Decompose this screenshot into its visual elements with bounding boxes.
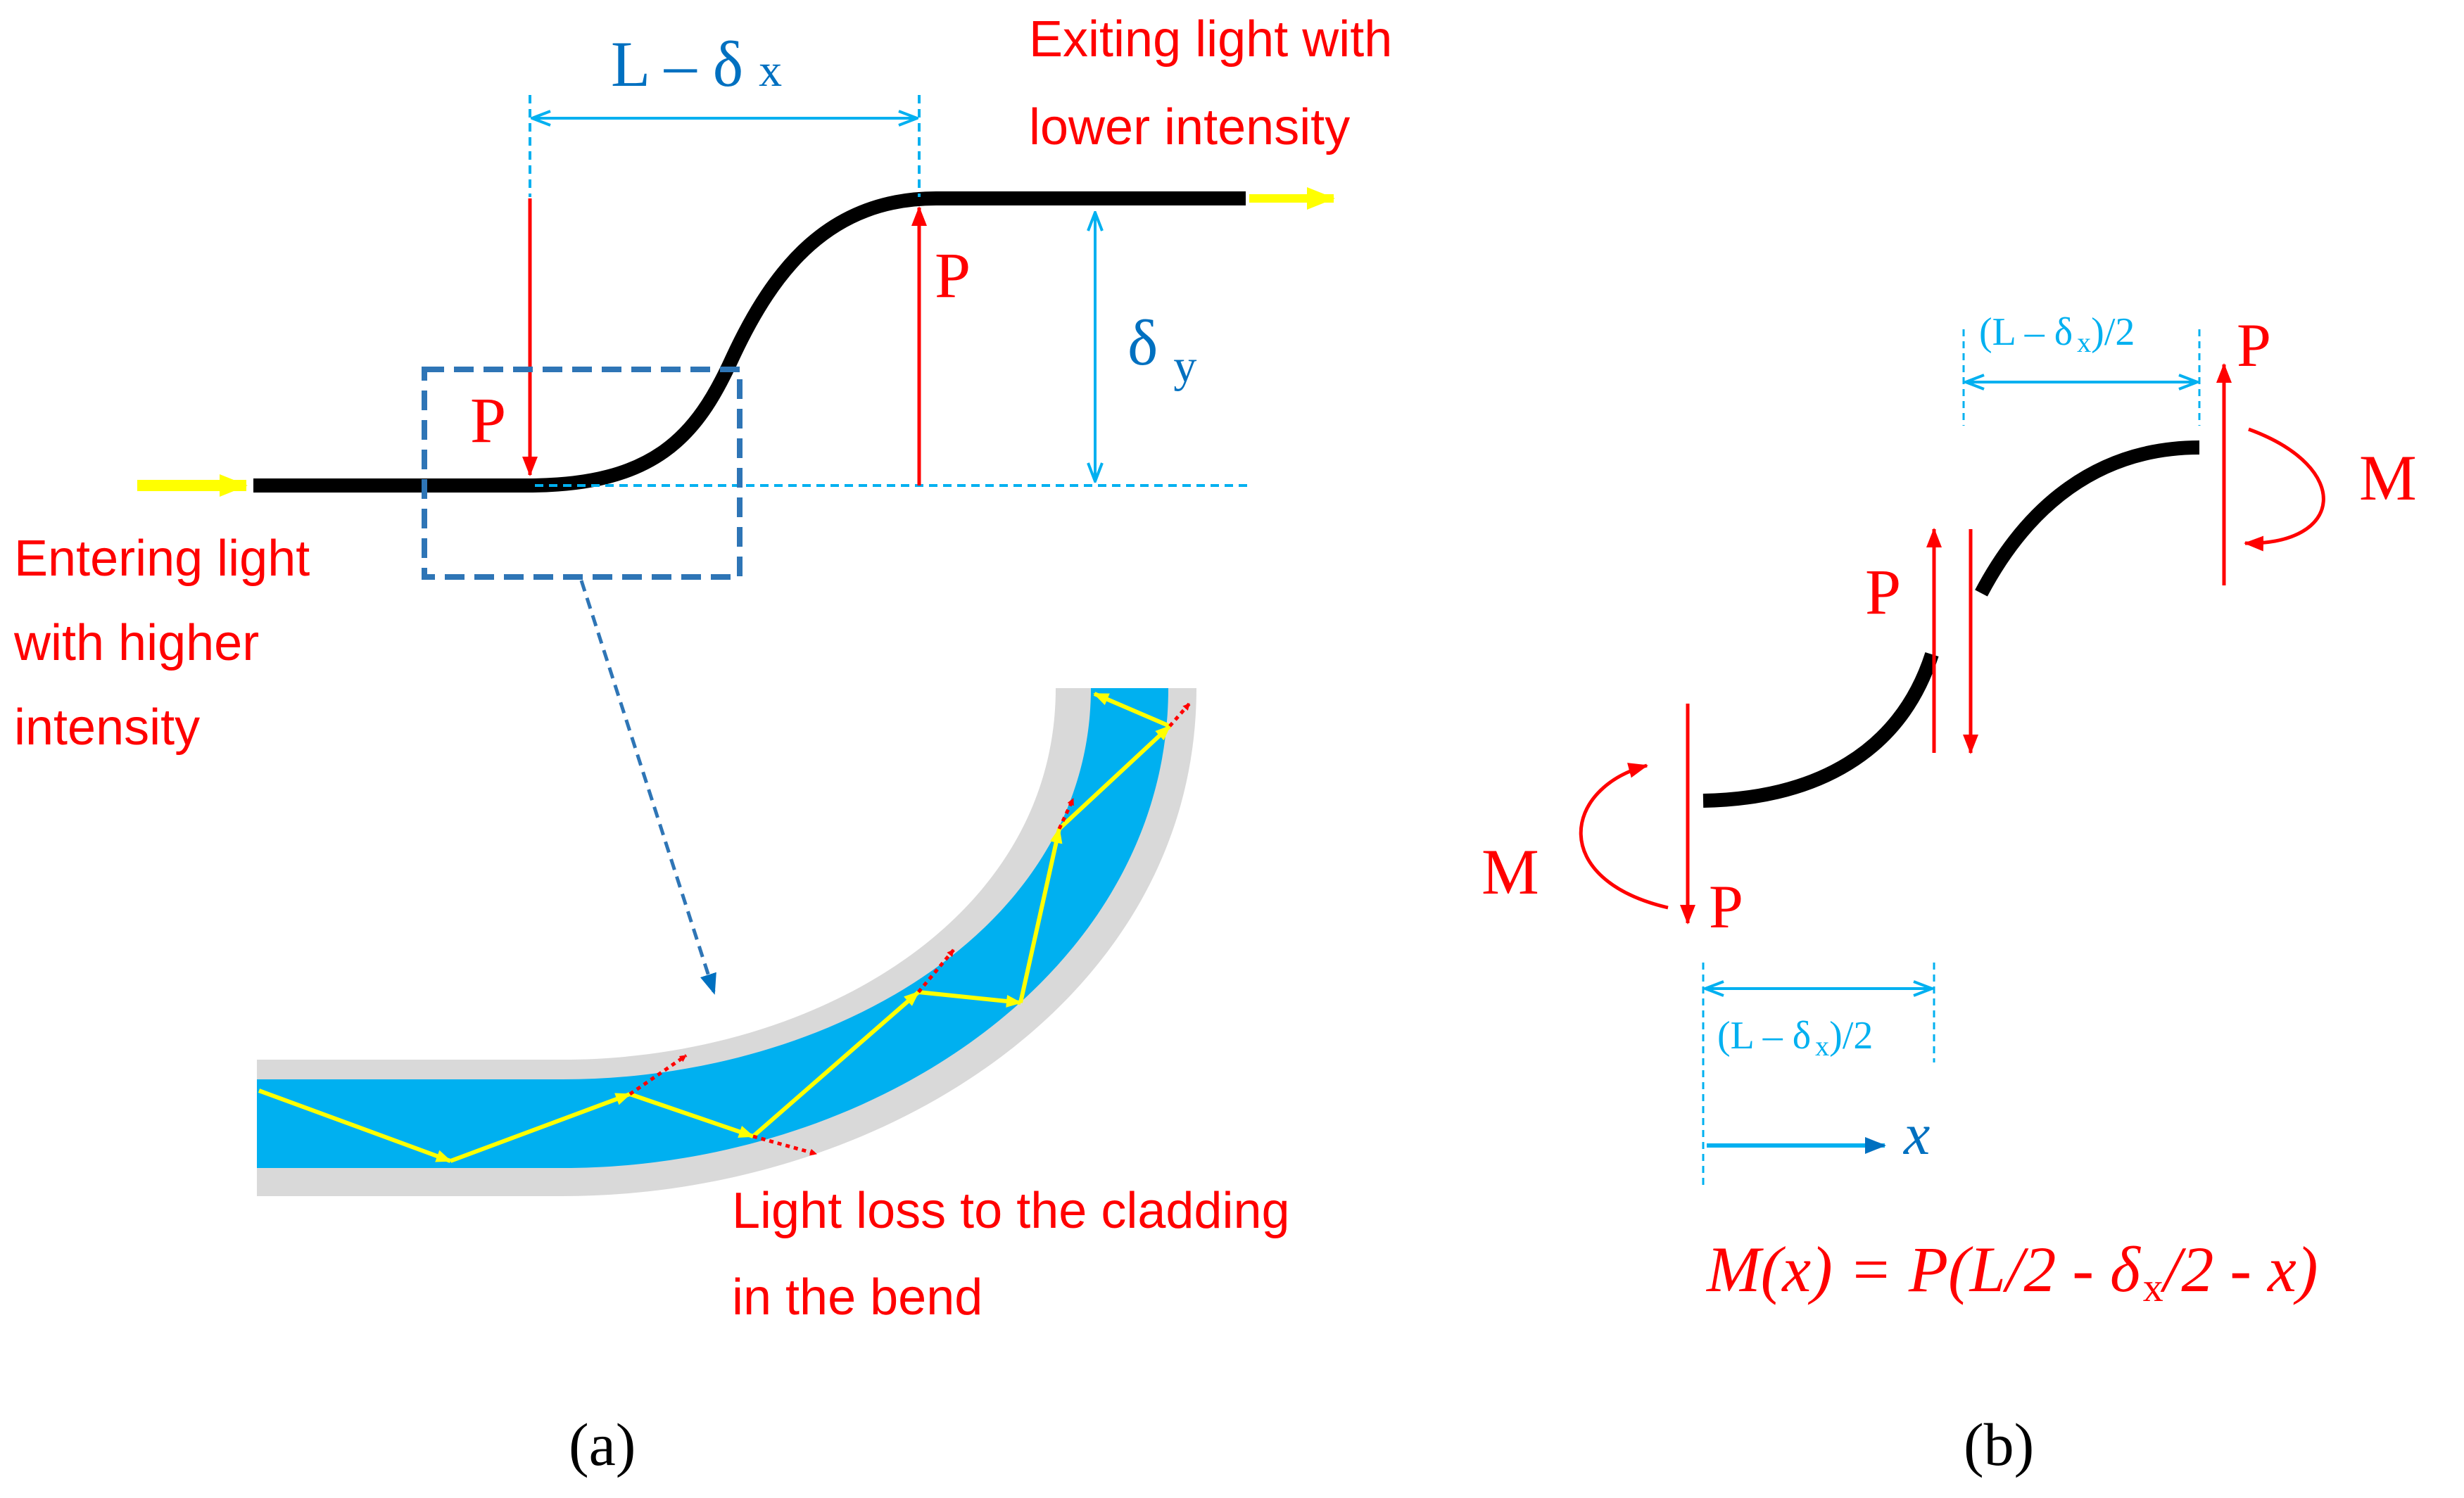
moment-bottom-label: M	[1481, 836, 1539, 908]
light-rays	[258, 692, 1172, 1163]
beam-upper-segment	[1975, 440, 2200, 597]
entering-light-label: Entering light with higher intensity	[13, 531, 324, 756]
x-axis-label: x	[1902, 1102, 1930, 1167]
caption-a: (a)	[569, 1411, 636, 1478]
beam-lower-segment	[1702, 652, 1939, 808]
force-left-label: P	[470, 384, 506, 456]
moment-top-label: M	[2359, 442, 2417, 514]
caption-b: (b)	[1964, 1411, 2034, 1478]
zoom-pointer-arrow	[579, 580, 716, 995]
force-bottom-label: P	[1709, 873, 1743, 941]
exiting-light-label: Exiting light with lower intensity	[1029, 11, 1406, 155]
force-mid-label: P	[1865, 556, 1901, 628]
fiber-core	[257, 688, 1168, 1168]
zoomed-fiber	[257, 688, 1196, 1196]
force-top-label: P	[2237, 312, 2271, 380]
moment-bottom-arrow	[1579, 763, 1669, 910]
zoom-region-box	[422, 367, 743, 580]
s-bend-fiber	[253, 191, 1246, 493]
light-loss-label: Light loss to the cladding in the bend	[732, 1183, 1304, 1326]
force-right-label: P	[935, 239, 971, 311]
moment-equation: M(x) = P(L/2 - δx/2 - x)	[1705, 1233, 2318, 1310]
cladding	[257, 688, 1196, 1196]
light-loss-rays	[628, 702, 1191, 1156]
moment-top-arrow	[2244, 427, 2325, 552]
